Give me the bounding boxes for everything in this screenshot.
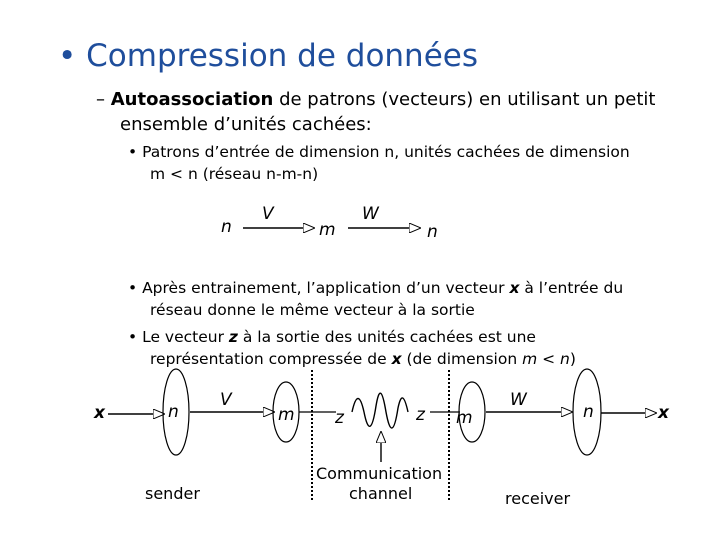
bullet-3-text-c1: représentation compressée de (150, 350, 392, 368)
d2-n-in-label: n (168, 402, 179, 422)
receiver-hidden-layer (458, 381, 486, 443)
bullet-3-m: m < n (522, 350, 570, 368)
bullet-2-x: x (509, 279, 520, 297)
subtitle-rest: de patrons (vecteurs) en utilisant un pe… (273, 89, 656, 110)
bullet-marker: • (128, 279, 143, 297)
sender-input-layer (162, 368, 190, 456)
d1-v-label: V (262, 204, 274, 224)
bullet-marker: • (128, 328, 143, 346)
bullet-3-text-c2: (de dimension (401, 350, 523, 368)
bullet-3-text-a: Le vecteur (142, 328, 229, 346)
bullet-2-line-2: réseau donne le même vecteur à la sortie (150, 301, 475, 319)
bullet-1-text-a: Patrons d’entrée de dimension n, unités … (142, 143, 630, 161)
slide-title: • Compression de données (58, 38, 478, 74)
sender-label: sender (145, 484, 200, 503)
bullet-2-text-a: Après entrainement, l’application d’un v… (142, 279, 510, 297)
d2-x-in-label: x (94, 403, 105, 423)
bullet-3-z: z (228, 328, 238, 346)
bullet-3-line-2: représentation compressée de x (de dimen… (150, 349, 576, 370)
bullet-3-x: x (391, 350, 402, 368)
subtitle-bold: Autoassociation (110, 89, 274, 110)
d2-v-label: V (220, 390, 232, 410)
receiver-output-layer (572, 368, 602, 456)
d1-m-label: m (319, 220, 336, 240)
bullet-1-line-1: • Patrons d’entrée de dimension n, unité… (128, 142, 630, 163)
dash-marker: – (96, 89, 111, 110)
channel-label-line-1: Communication (316, 464, 443, 483)
d2-z-right-label: z (416, 405, 425, 425)
title-text: Compression de données (86, 38, 479, 74)
channel-label-line-2: channel (349, 484, 413, 503)
d2-m-left-label: m (278, 405, 295, 425)
bullet-2-line-1: • Après entrainement, l’application d’un… (128, 278, 623, 299)
d1-n-in-label: n (221, 217, 232, 237)
d1-w-label: W (362, 204, 379, 224)
receiver-label: receiver (505, 489, 571, 508)
bullet-1-line-2: m < n (réseau n-m-n) (150, 165, 319, 183)
title-bullet: • (58, 38, 77, 74)
bullet-3-text-b: à la sortie des unités cachées est une (237, 328, 536, 346)
d2-m-right-label: m (456, 408, 473, 428)
diagram-2 (108, 368, 656, 500)
d2-n-out-label: n (583, 402, 594, 422)
bullet-2-text-b: à l’entrée du (519, 279, 624, 297)
d2-x-out-label: x (658, 403, 669, 423)
bullet-marker: • (128, 143, 143, 161)
d1-n-out-label: n (427, 222, 438, 242)
d2-z-left-label: z (335, 408, 344, 428)
bullet-3-text-c3: ) (569, 350, 576, 368)
bullet-3-line-1: • Le vecteur z à la sortie des unités ca… (128, 327, 536, 348)
d2-w-label: W (510, 390, 527, 410)
subtitle-line-2: ensemble d’unités cachées: (120, 114, 372, 135)
subtitle-line-1: – Autoassociation de patrons (vecteurs) … (96, 88, 655, 112)
channel-noise (351, 392, 409, 429)
